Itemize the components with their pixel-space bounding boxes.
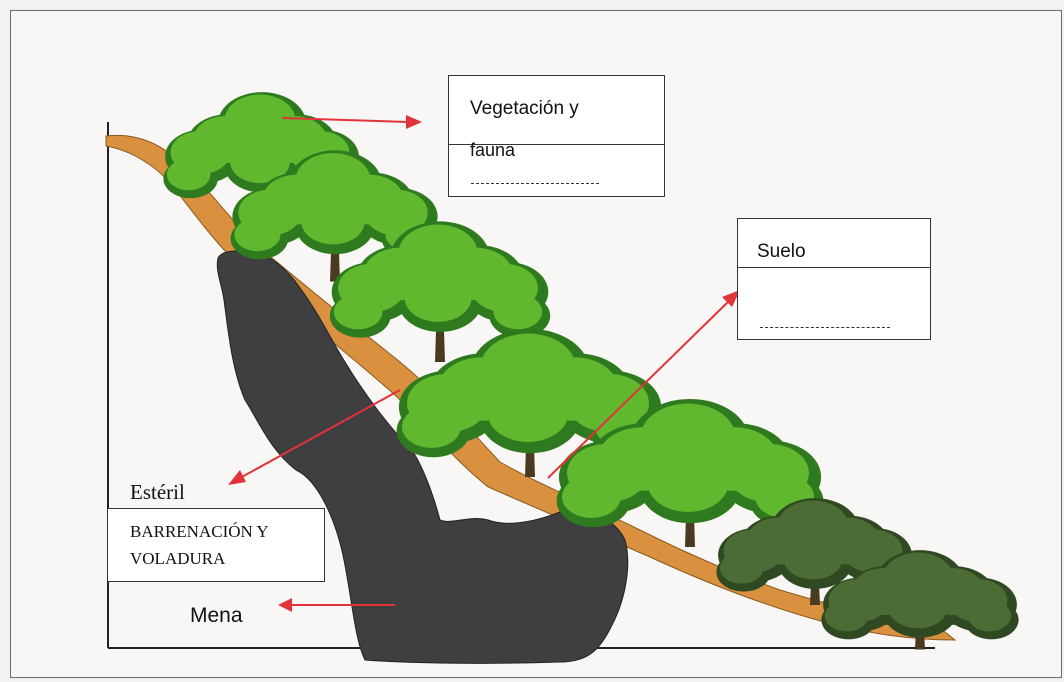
barrenacion-label-line1: BARRENACIÓN Y xyxy=(130,522,269,542)
suelo-divider xyxy=(738,267,930,268)
mena-label: Mena xyxy=(190,604,243,624)
vegetacion-label-line1: Vegetación y xyxy=(470,98,579,120)
suelo-label-box xyxy=(737,218,931,340)
vegetacion-label-box xyxy=(448,75,665,197)
suelo-label: Suelo xyxy=(757,241,806,263)
arrowhead-esteril xyxy=(228,470,246,485)
barrenacion-label-line2: VOLADURA xyxy=(130,549,225,569)
arrowhead-vegetacion xyxy=(406,115,422,129)
vegetacion-label-line2: fauna xyxy=(470,140,515,161)
arrowhead-mena xyxy=(278,598,292,612)
suelo-dashed-line xyxy=(760,327,890,328)
vegetacion-dashed-line xyxy=(471,183,599,184)
barrenacion-label-box xyxy=(107,508,325,582)
vegetation-shrubs xyxy=(716,498,1018,649)
esteril-label: Estéril xyxy=(130,480,185,505)
